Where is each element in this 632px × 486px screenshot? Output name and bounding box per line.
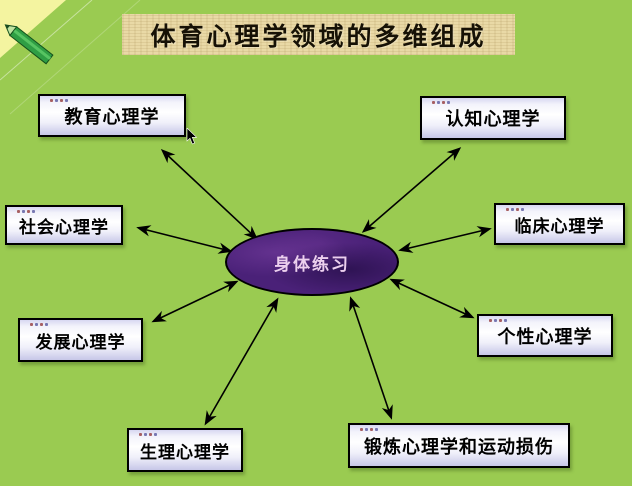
node-box-cognitive-psychology: 认知心理学	[420, 96, 566, 140]
placeholder-marks	[506, 208, 524, 211]
node-label: 锻炼心理学和运动损伤	[364, 436, 554, 458]
node-label: 认知心理学	[445, 109, 541, 130]
placeholder-marks	[30, 323, 48, 326]
mouse-cursor-icon	[186, 128, 198, 145]
arrow-developmental	[151, 280, 239, 323]
corner-wedge-decoration	[0, 0, 66, 58]
arrow-cognitive	[361, 147, 462, 233]
node-box-physiological-psychology: 生理心理学	[127, 428, 243, 472]
placeholder-marks	[489, 319, 507, 322]
node-label: 个性心理学	[497, 326, 593, 348]
arrow-personality	[389, 278, 475, 319]
placeholder-marks	[360, 428, 378, 431]
node-label: 教育心理学	[64, 106, 160, 128]
node-box-social-psychology: 社会心理学	[5, 205, 123, 245]
center-label: 身体练习	[274, 254, 350, 275]
slide-title: 体育心理学领域的多维组成	[122, 14, 515, 55]
placeholder-marks	[17, 210, 35, 213]
placeholder-marks	[432, 101, 450, 104]
node-box-developmental-psychology: 发展心理学	[18, 318, 143, 362]
node-box-educational-psychology: 教育心理学	[38, 94, 186, 137]
arrow-exercise	[349, 296, 393, 420]
node-box-personality-psychology: 个性心理学	[477, 314, 613, 357]
node-label: 生理心理学	[140, 442, 230, 463]
node-box-exercise-psychology-and-sports-injury: 锻炼心理学和运动损伤	[348, 423, 570, 468]
node-label: 发展心理学	[35, 332, 126, 353]
node-box-clinical-psychology: 临床心理学	[494, 203, 625, 245]
placeholder-marks	[139, 433, 157, 436]
node-label: 临床心理学	[514, 216, 605, 237]
placeholder-marks	[50, 99, 68, 102]
node-label: 社会心理学	[19, 217, 109, 238]
arrow-clinical	[398, 226, 492, 253]
center-ellipse-physical-exercise: 身体练习	[225, 228, 399, 296]
arrow-educational	[160, 149, 259, 240]
arrow-physiological	[204, 297, 279, 426]
arrow-social	[136, 225, 233, 254]
